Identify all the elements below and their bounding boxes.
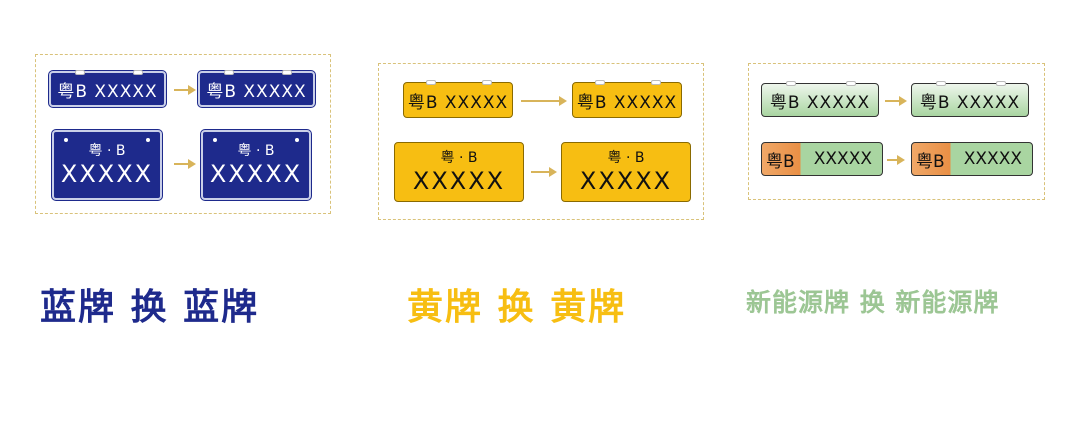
plate-text: 粤B XXXXX (206, 81, 307, 102)
yellow-plate-old-double: 粤 · B XXXXX (394, 142, 524, 202)
plate-top-text: 粤 · B (440, 150, 478, 166)
green-plate-new-single: 粤B XXXXX (911, 81, 1029, 117)
plate-bottom-text: XXXXX (412, 167, 506, 195)
arrow-icon (887, 155, 905, 165)
plate-left-text: 粤B (766, 151, 795, 172)
blue-plate-new-single: 粤B XXXXX (198, 70, 315, 107)
plate-left-text: 粤B (916, 151, 945, 172)
blue-caption: 蓝牌 换 蓝牌 (40, 287, 260, 328)
plate-text: 粤B XXXXX (407, 92, 509, 113)
arrow-icon (174, 85, 196, 95)
green-plate-old-split: 粤B XXXXX (761, 142, 883, 176)
plate-bottom-text: XXXXX (60, 160, 154, 188)
yellow-plate-new-single: 粤B XXXXX (572, 80, 682, 118)
green-caption: 新能源牌 换 新能源牌 (746, 288, 1000, 317)
plate-right-text: XXXXX (813, 149, 872, 169)
arrow-icon (521, 96, 567, 106)
yellow-plate-new-double: 粤 · B XXXXX (561, 142, 691, 202)
yellow-caption: 黄牌 换 黄牌 (407, 287, 627, 328)
plate-text: 粤B XXXXX (57, 81, 158, 102)
plate-text: 粤B XXXXX (769, 92, 871, 113)
plate-text: 粤B XXXXX (576, 92, 678, 113)
plate-bottom-text: XXXXX (579, 167, 673, 195)
arrow-icon (885, 96, 907, 106)
plate-top-text: 粤 · B (88, 143, 126, 159)
blue-plate-group: 粤B XXXXX 粤B XXXXX 粤 · B XXXXX 粤 · B XXXX… (35, 54, 331, 214)
plate-bottom-text: XXXXX (209, 160, 303, 188)
blue-plate-new-double: 粤 · B XXXXX (201, 130, 311, 200)
green-plate-group: 粤B XXXXX 粤B XXXXX 粤B XXXXX 粤B XXXXX (748, 63, 1045, 200)
green-plate-new-split: 粤B XXXXX (911, 142, 1033, 176)
yellow-plate-old-single: 粤B XXXXX (403, 80, 513, 118)
plate-text: 粤B XXXXX (919, 92, 1021, 113)
green-plate-old-single: 粤B XXXXX (761, 81, 879, 117)
yellow-plate-group: 粤B XXXXX 粤B XXXXX 粤 · B XXXXX 粤 · B XXXX… (378, 63, 704, 220)
plate-top-text: 粤 · B (607, 150, 645, 166)
plate-right-text: XXXXX (963, 149, 1022, 169)
plate-top-text: 粤 · B (237, 143, 275, 159)
blue-plate-old-double: 粤 · B XXXXX (52, 130, 162, 200)
arrow-icon (531, 167, 557, 177)
blue-plate-old-single: 粤B XXXXX (49, 70, 166, 107)
arrow-icon (174, 159, 196, 169)
